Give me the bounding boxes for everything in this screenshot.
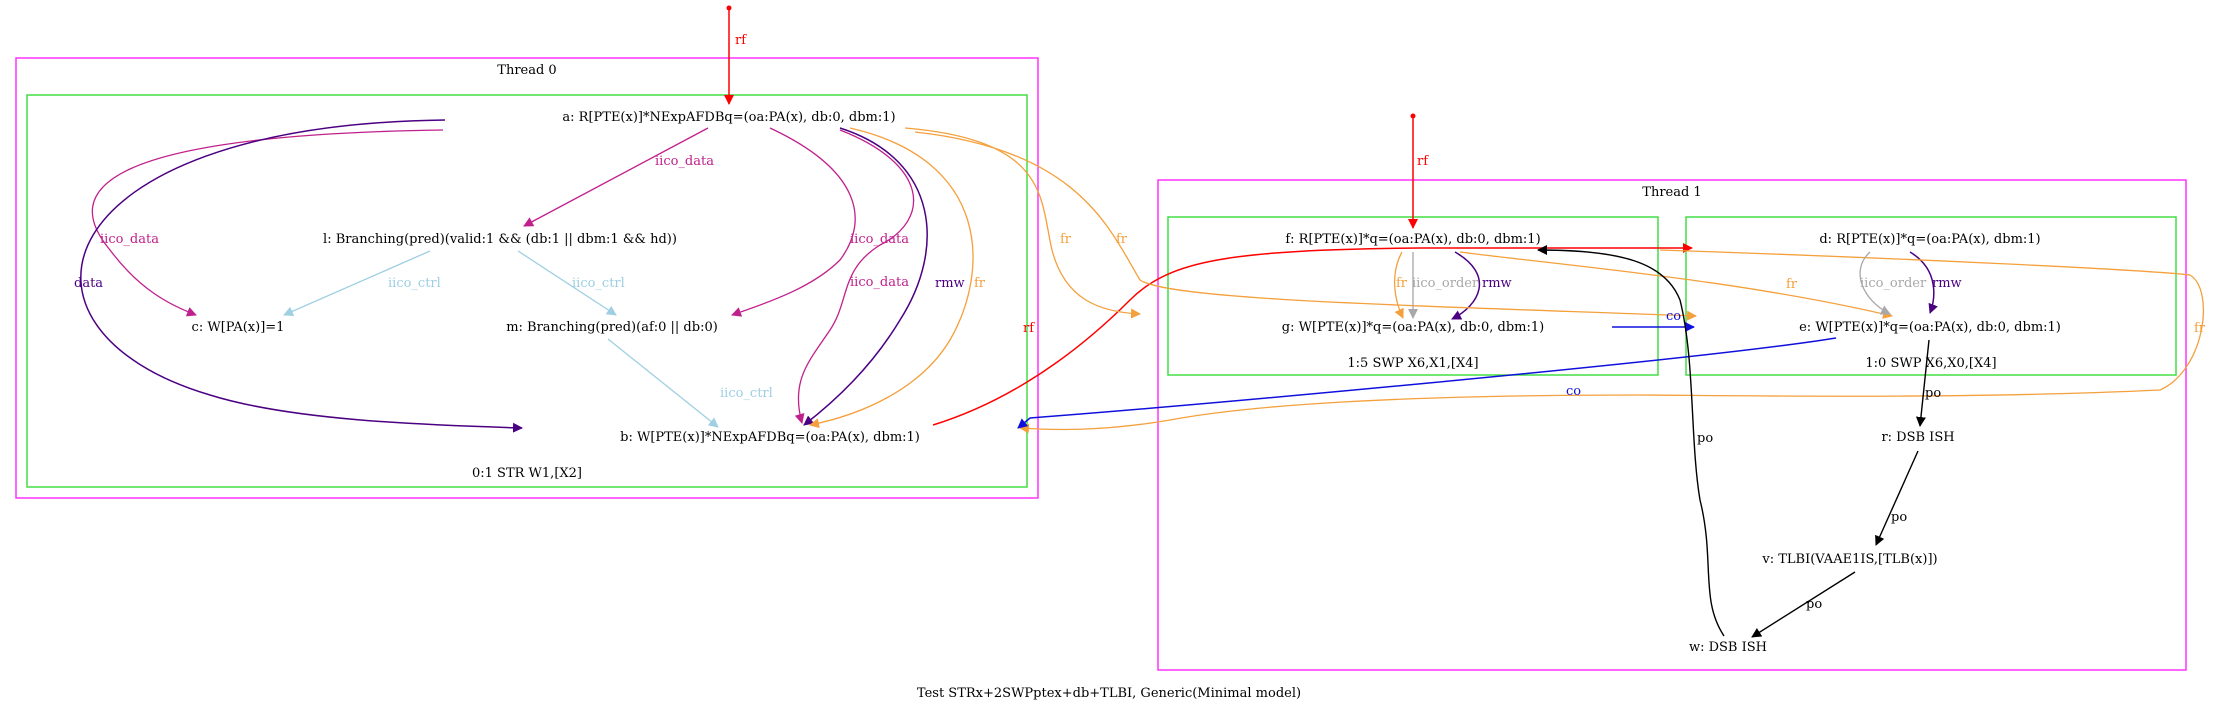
svg-text:iico_data: iico_data [850,275,909,290]
thread-1-box [1157,179,2187,671]
init-dot-thread1 [1410,113,1416,119]
svg-text:iico_data: iico_data [655,154,714,169]
thread-0-box [15,57,1039,499]
edge-po-r-v: po [1875,450,1919,546]
edge-rmw-d-e: rmw [1909,251,1962,314]
svg-text:iico_ctrl: iico_ctrl [388,276,441,291]
edge-rf-init-a: rf [724,10,747,105]
edge-rf-b-d: rf [932,243,1693,426]
node-v: v: TLBI(VAAE1IS,[TLB(x)]) [1761,552,1937,567]
svg-text:rmw: rmw [1932,276,1962,291]
edge-iico-data-a-b: iico_data [794,129,915,424]
svg-text:iico_data: iico_data [100,232,159,247]
edge-iico-order-d-e: iico_order [1859,251,1927,315]
group-0-1-box [26,94,1028,488]
edge-iico-data-a-c: iico_data [91,129,444,317]
edge-fr-a-b: fr [809,127,986,429]
edge-iico-ctrl-l-m: iico_ctrl [517,250,625,316]
edge-fr-f-g: fr [1394,251,1408,319]
edge-iico-order-f-g: iico_order [1408,252,1479,319]
edge-co-e-b: co [1017,337,1837,429]
node-f: f: R[PTE(x)]*q=(oa:PA(x), db:0, dbm:1) [1285,232,1540,247]
edge-iico-data-a-l: iico_data [523,127,714,227]
edge-po-e-r: po [1915,339,1941,427]
node-l: l: Branching(pred)(valid:1 && (db:1 || d… [323,232,677,247]
svg-text:po: po [1697,431,1713,446]
group-1-0-box [1685,216,2177,376]
svg-text:iico_ctrl: iico_ctrl [720,386,773,401]
group-0-1-label: 0:1 STR W1,[X2] [472,466,582,481]
svg-text:fr: fr [2194,321,2206,336]
svg-text:fr: fr [1396,276,1408,291]
node-a: a: R[PTE(x)]*NExpAFDBq=(oa:PA(x), db:0, … [562,110,895,125]
svg-text:rf: rf [1417,154,1429,169]
edge-data-a-c: data [74,119,523,433]
svg-text:rf: rf [735,33,747,48]
svg-text:po: po [1806,597,1822,612]
svg-text:fr: fr [1060,232,1072,247]
svg-text:iico_ctrl: iico_ctrl [572,276,625,291]
edge-rmw-a-b: rmw [803,127,965,426]
node-m: m: Branching(pred)(af:0 || db:0) [506,320,718,335]
svg-text:data: data [74,276,103,291]
node-c: c: W[PA(x)]=1 [192,320,285,335]
thread-1-title: Thread 1 [1642,185,1701,200]
svg-text:rmw: rmw [1482,276,1512,291]
edge-fr-f-e: fr [1459,251,1893,319]
graph-caption: Test STRx+2SWPptex+db+TLBI, Generic(Mini… [917,686,1301,701]
init-dot-thread0 [726,5,732,11]
edge-po-w-f: po [1537,245,1725,637]
edge-fr-d-b: fr [1019,249,2206,434]
edge-rmw-f-g: rmw [1451,251,1512,320]
edge-co-g-e: co [1612,309,1695,332]
edge-iico-ctrl-l-c: iico_ctrl [283,250,441,316]
svg-text:fr: fr [974,276,986,291]
node-e: e: W[PTE(x)]*q=(oa:PA(x), db:0, dbm:1) [1799,320,2061,335]
edge-iico-ctrl-m-b: iico_ctrl [607,338,773,428]
node-w: w: DSB ISH [1689,640,1767,655]
node-g: g: W[PTE(x)]*q=(oa:PA(x), db:0, dbm:1) [1282,320,1544,335]
node-b: b: W[PTE(x)]*NExpAFDBq=(oa:PA(x), dbm:1) [620,430,920,445]
svg-text:rmw: rmw [935,276,965,291]
edge-fr-a-e: fr [914,131,1697,321]
svg-text:iico_order: iico_order [1860,276,1927,291]
svg-text:po: po [1891,510,1907,525]
svg-text:fr: fr [1116,232,1128,247]
node-r: r: DSB ISH [1881,430,1954,445]
svg-text:co: co [1666,309,1681,324]
thread-0-title: Thread 0 [497,63,556,78]
svg-text:co: co [1566,384,1581,399]
edge-po-v-w: po [1751,571,1856,638]
svg-text:po: po [1925,386,1941,401]
group-1-0-label: 1:0 SWP X6,X0,[X4] [1865,356,1996,371]
svg-text:iico_order: iico_order [1412,276,1479,291]
svg-text:rf: rf [1023,321,1035,336]
svg-text:fr: fr [1786,277,1798,292]
group-1-5-label: 1:5 SWP X6,X1,[X4] [1347,356,1478,371]
node-d: d: R[PTE(x)]*q=(oa:PA(x), dbm:1) [1819,232,2040,247]
edge-rf-init-f: rf [1408,118,1429,229]
